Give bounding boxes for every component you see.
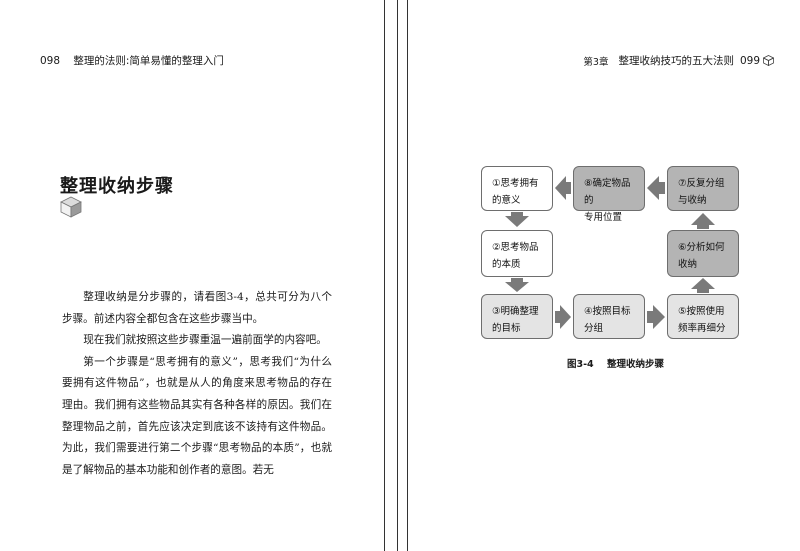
gutter-line-center [397,0,398,551]
step-line: 的本质 [492,259,521,270]
arrow-left-2 [555,176,571,200]
step-box-7: ⑦反复分组 与收纳 [667,166,739,211]
arrow-down-2 [505,278,529,292]
paragraph-3: 第一个步骤是“思考拥有的意义”，思考我们“为什么要拥有这件物品”，也就是从人的角… [62,355,332,476]
step-box-4: ④按照目标 分组 [573,294,645,339]
step-box-3: ③明确整理 的目标 [481,294,553,339]
arrow-left-1 [647,176,665,200]
step-line: ③明确整理 [492,306,539,317]
right-running-title: 整理收纳技巧的五大法则 [618,55,734,67]
arrow-up-1 [691,278,715,293]
gutter-line-left [384,0,385,551]
step-line: ①思考拥有 [492,178,539,189]
paragraph-1: 整理收纳是分步骤的，请看图3-4，总共可分为八个步骤。前述内容全都包含在这些步骤… [62,291,332,325]
left-running-title: 整理的法则:简单易懂的整理入门 [73,55,224,67]
body-text: 整理收纳是分步骤的，请看图3-4，总共可分为八个步骤。前述内容全都包含在这些步骤… [62,287,332,481]
step-line: 分组 [584,323,604,334]
chapter-label: 第3章 [583,56,609,68]
step-line: ②思考物品 [492,242,539,253]
step-box-6: ⑥分析如何 收纳 [667,230,739,277]
cube-icon [60,196,82,218]
right-page-header: 第3章 整理收纳技巧的五大法则 099 [583,53,774,68]
step-line: ⑧确定物品的 [584,178,631,206]
left-page-number: 098 [40,55,61,67]
step-line: 的目标 [492,323,521,334]
arrow-up-2 [691,213,715,229]
figure-caption: 图3-4 整理收纳步骤 [567,356,664,370]
step-box-1: ①思考拥有 的意义 [481,166,553,211]
right-page-number: 099 [739,54,760,67]
figure-title: 整理收纳步骤 [606,359,664,370]
step-line: ④按照目标 [584,306,631,317]
step-line: 与收纳 [678,195,707,206]
step-line: ⑦反复分组 [678,178,725,189]
arrow-down-1 [505,212,529,227]
step-line: 收纳 [678,259,698,270]
step-line: ⑥分析如何 [678,242,725,253]
step-line: 的意义 [492,195,521,206]
section-title: 整理收纳步骤 [60,176,174,197]
step-line: ⑤按照使用 [678,306,725,317]
arrow-right-2 [647,305,665,329]
left-page-header: 098 整理的法则:简单易懂的整理入门 [40,53,224,68]
cube-outline-icon [763,55,774,66]
figure-number: 图3-4 [567,359,594,370]
paragraph-2: 现在我们就按照这些步骤重温一遍前面学的内容吧。 [83,334,327,347]
gutter-line-right [407,0,408,551]
step-box-5: ⑤按照使用 频率再细分 [667,294,739,339]
step-line: 频率再细分 [678,323,726,334]
step-box-8: ⑧确定物品的 专用位置 [573,166,645,223]
step-line: 专用位置 [584,212,623,223]
step-box-2: ②思考物品 的本质 [481,230,553,277]
arrow-right-1 [555,305,571,329]
